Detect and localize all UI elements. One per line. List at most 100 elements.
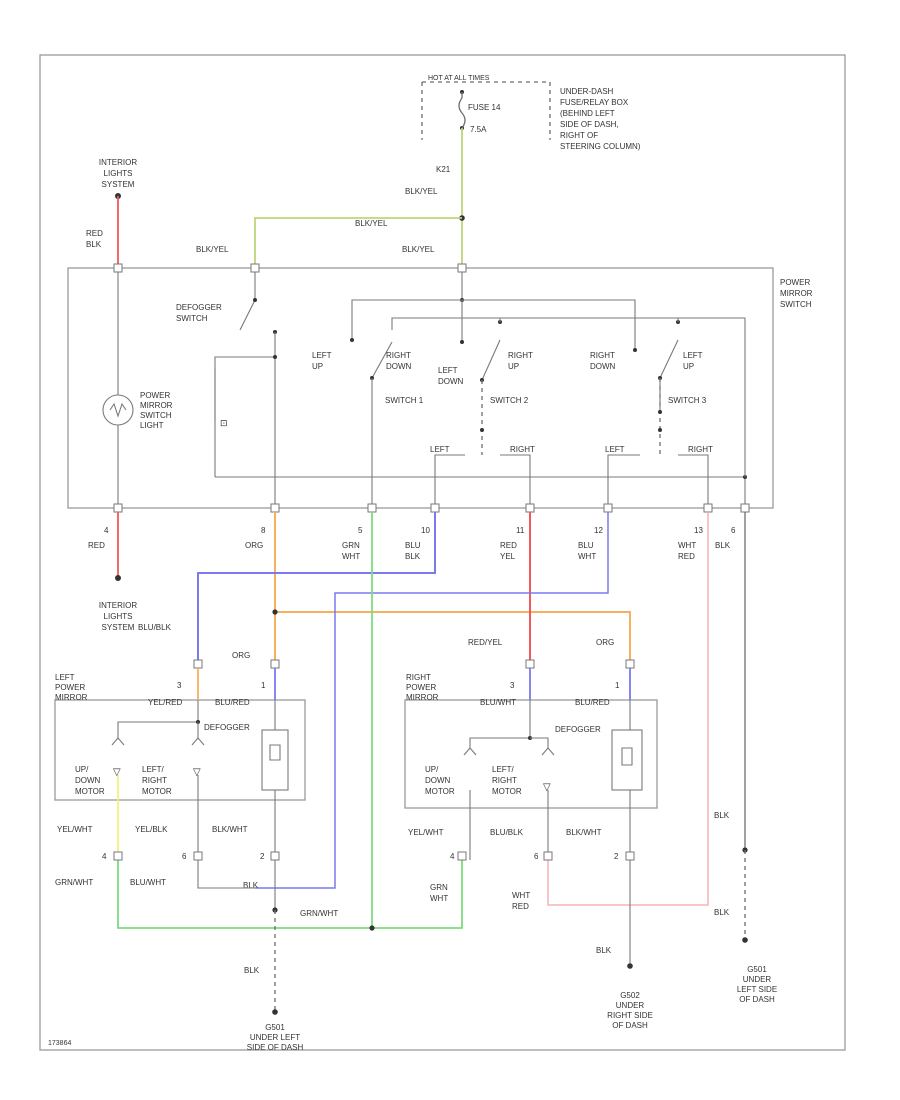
interior-lights-top-line: LIGHTS [104, 169, 133, 178]
right-blk-wht-label: BLK/WHT [566, 828, 602, 837]
left-mirror-pin1: 1 [261, 681, 266, 690]
left-leftright-motor-label-line: LEFT/ [142, 765, 165, 774]
fuse-icon [458, 97, 466, 129]
left-yel-wht-label: YEL/WHT [57, 825, 93, 834]
wire-blk-yel-defogger [254, 217, 462, 268]
switch-position-label-4: DOWN [590, 362, 616, 371]
switch-light-label-line: SWITCH [140, 411, 172, 420]
wire-label-blu-blk: BLU/BLK [138, 623, 172, 632]
right-mirror-pin2: 2 [614, 852, 619, 861]
fuse-box-note-line: UNDER-DASH [560, 87, 614, 96]
ground-g301-line: G501 [747, 965, 767, 974]
svg-text:▽: ▽ [543, 782, 551, 793]
right-mirror-pin1: 1 [615, 681, 620, 690]
right-mirror-pin3: 3 [510, 681, 515, 690]
fuse-block: HOT AT ALL TIMES FUSE 14 7.5A UNDER-DASH… [405, 75, 641, 196]
left-mirror-name-line: POWER [55, 683, 85, 692]
switch-position-label-3: RIGHT [508, 351, 533, 360]
left-yel-blk-label: YEL/BLK [135, 825, 168, 834]
ground-g501-line: UNDER LEFT [250, 1033, 300, 1042]
ground-g501-line: G501 [265, 1023, 285, 1032]
wire-label-org-left: ORG [232, 651, 250, 660]
switch-light-icon [109, 402, 127, 418]
wire-org [274, 512, 631, 660]
switch-pin-color: RED [88, 541, 105, 550]
switch-label-6: RIGHT [688, 445, 713, 454]
right-leftright-motor-label-line: LEFT/ [492, 765, 515, 774]
switch-label-3: LEFT [430, 445, 450, 454]
wire-label-blk-yel-2: BLK/YEL [196, 245, 229, 254]
switch-position-label-3: UP [508, 362, 519, 371]
wire-label-blu-wht-left: BLU/WHT [130, 878, 166, 887]
switch-2-contact [481, 339, 501, 381]
fuse-label: FUSE 14 [468, 103, 501, 112]
interior-lights-bottom-line: INTERIOR [99, 601, 137, 610]
wire-grn-wht [117, 512, 463, 929]
svg-text:⊡: ⊡ [220, 418, 228, 428]
ground-g501-line: SIDE OF DASH [247, 1043, 304, 1052]
wire-label-red-blk-line: BLK [86, 240, 102, 249]
ground-g301-line: UNDER [743, 975, 772, 984]
switch-pin-color: ORG [245, 541, 263, 550]
right-leftright-motor-label-line: MOTOR [492, 787, 522, 796]
figure-id: 173864 [48, 1040, 71, 1047]
right-defogger-label: DEFOGGER [555, 725, 601, 734]
wire-label-blk-g502: BLK [596, 946, 612, 955]
switch-pin-number: 5 [358, 526, 363, 535]
switch-light-label-line: LIGHT [140, 421, 164, 430]
switch-pin-number: 6 [731, 526, 736, 535]
right-mirror-name-line: POWER [406, 683, 436, 692]
switch-label-0: SWITCH 1 [385, 396, 424, 405]
wire-label-wht-red-line: RED [512, 902, 529, 911]
ground-g502-line: UNDER [616, 1001, 645, 1010]
feed-color: BLK/YEL [405, 187, 438, 196]
switch-position-label-2: DOWN [438, 377, 464, 386]
hot-at-all-times-label: HOT AT ALL TIMES [428, 75, 490, 82]
switch-position-label-5: UP [683, 362, 694, 371]
left-leftright-motor-label-line: MOTOR [142, 787, 172, 796]
wire-label-blk-yel-3: BLK/YEL [402, 245, 435, 254]
switch-pin-connector [525, 503, 535, 513]
fuse-box-note-line: RIGHT OF [560, 131, 598, 140]
switch-pin-number: 12 [594, 526, 603, 535]
switch-1-contact [371, 341, 393, 379]
right-updown-motor-icon [463, 747, 477, 756]
switch-pin-number: 11 [516, 526, 525, 535]
defogger-switch-contact [239, 299, 256, 331]
switch-pin-color: WHT [578, 552, 596, 561]
switch-pin-color: BLU [405, 541, 421, 550]
wire-label-wht-red-line: WHT [512, 891, 530, 900]
switch-position-label-0: UP [312, 362, 323, 371]
wire-label-grn-wht-mid: GRN/WHT [300, 909, 338, 918]
power-mirror-switch-name-line: MIRROR [780, 289, 813, 298]
switch-pin-color: RED [500, 541, 517, 550]
switch-position-label-4: RIGHT [590, 351, 615, 360]
switch-pin-connector [270, 503, 280, 513]
wire-label-red-yel: RED/YEL [468, 638, 503, 647]
wire-wht-red [547, 512, 709, 906]
left-mirror-pin6: 6 [182, 852, 187, 861]
switch-pin-color: WHT [678, 541, 696, 550]
left-updown-motor-label-line: UP/ [75, 765, 89, 774]
defogger-switch-label-line: SWITCH [176, 314, 208, 323]
left-mirror-name-line: MIRROR [55, 693, 88, 702]
right-updown-motor-label-line: DOWN [425, 776, 451, 785]
wire-label-blk-bottom: BLK [244, 966, 260, 975]
interior-lights-top-line: SYSTEM [102, 180, 135, 189]
left-mirror-pin3: 3 [177, 681, 182, 690]
switch-pin-color: RED [678, 552, 695, 561]
right-mirror-pin4: 4 [450, 852, 455, 861]
right-blu-red-label: BLU/RED [575, 698, 610, 707]
switch-pin-color: BLU [578, 541, 594, 550]
wire-blu-wht [255, 512, 609, 889]
switch-pin-color: BLK [715, 541, 731, 550]
ground-g301-line: OF DASH [739, 995, 775, 1004]
fuse-box-note-line: FUSE/RELAY BOX [560, 98, 629, 107]
power-mirror-switch-name-line: POWER [780, 278, 810, 287]
wire-label-org-right: ORG [596, 638, 614, 647]
switch-pin-connector [367, 503, 377, 513]
